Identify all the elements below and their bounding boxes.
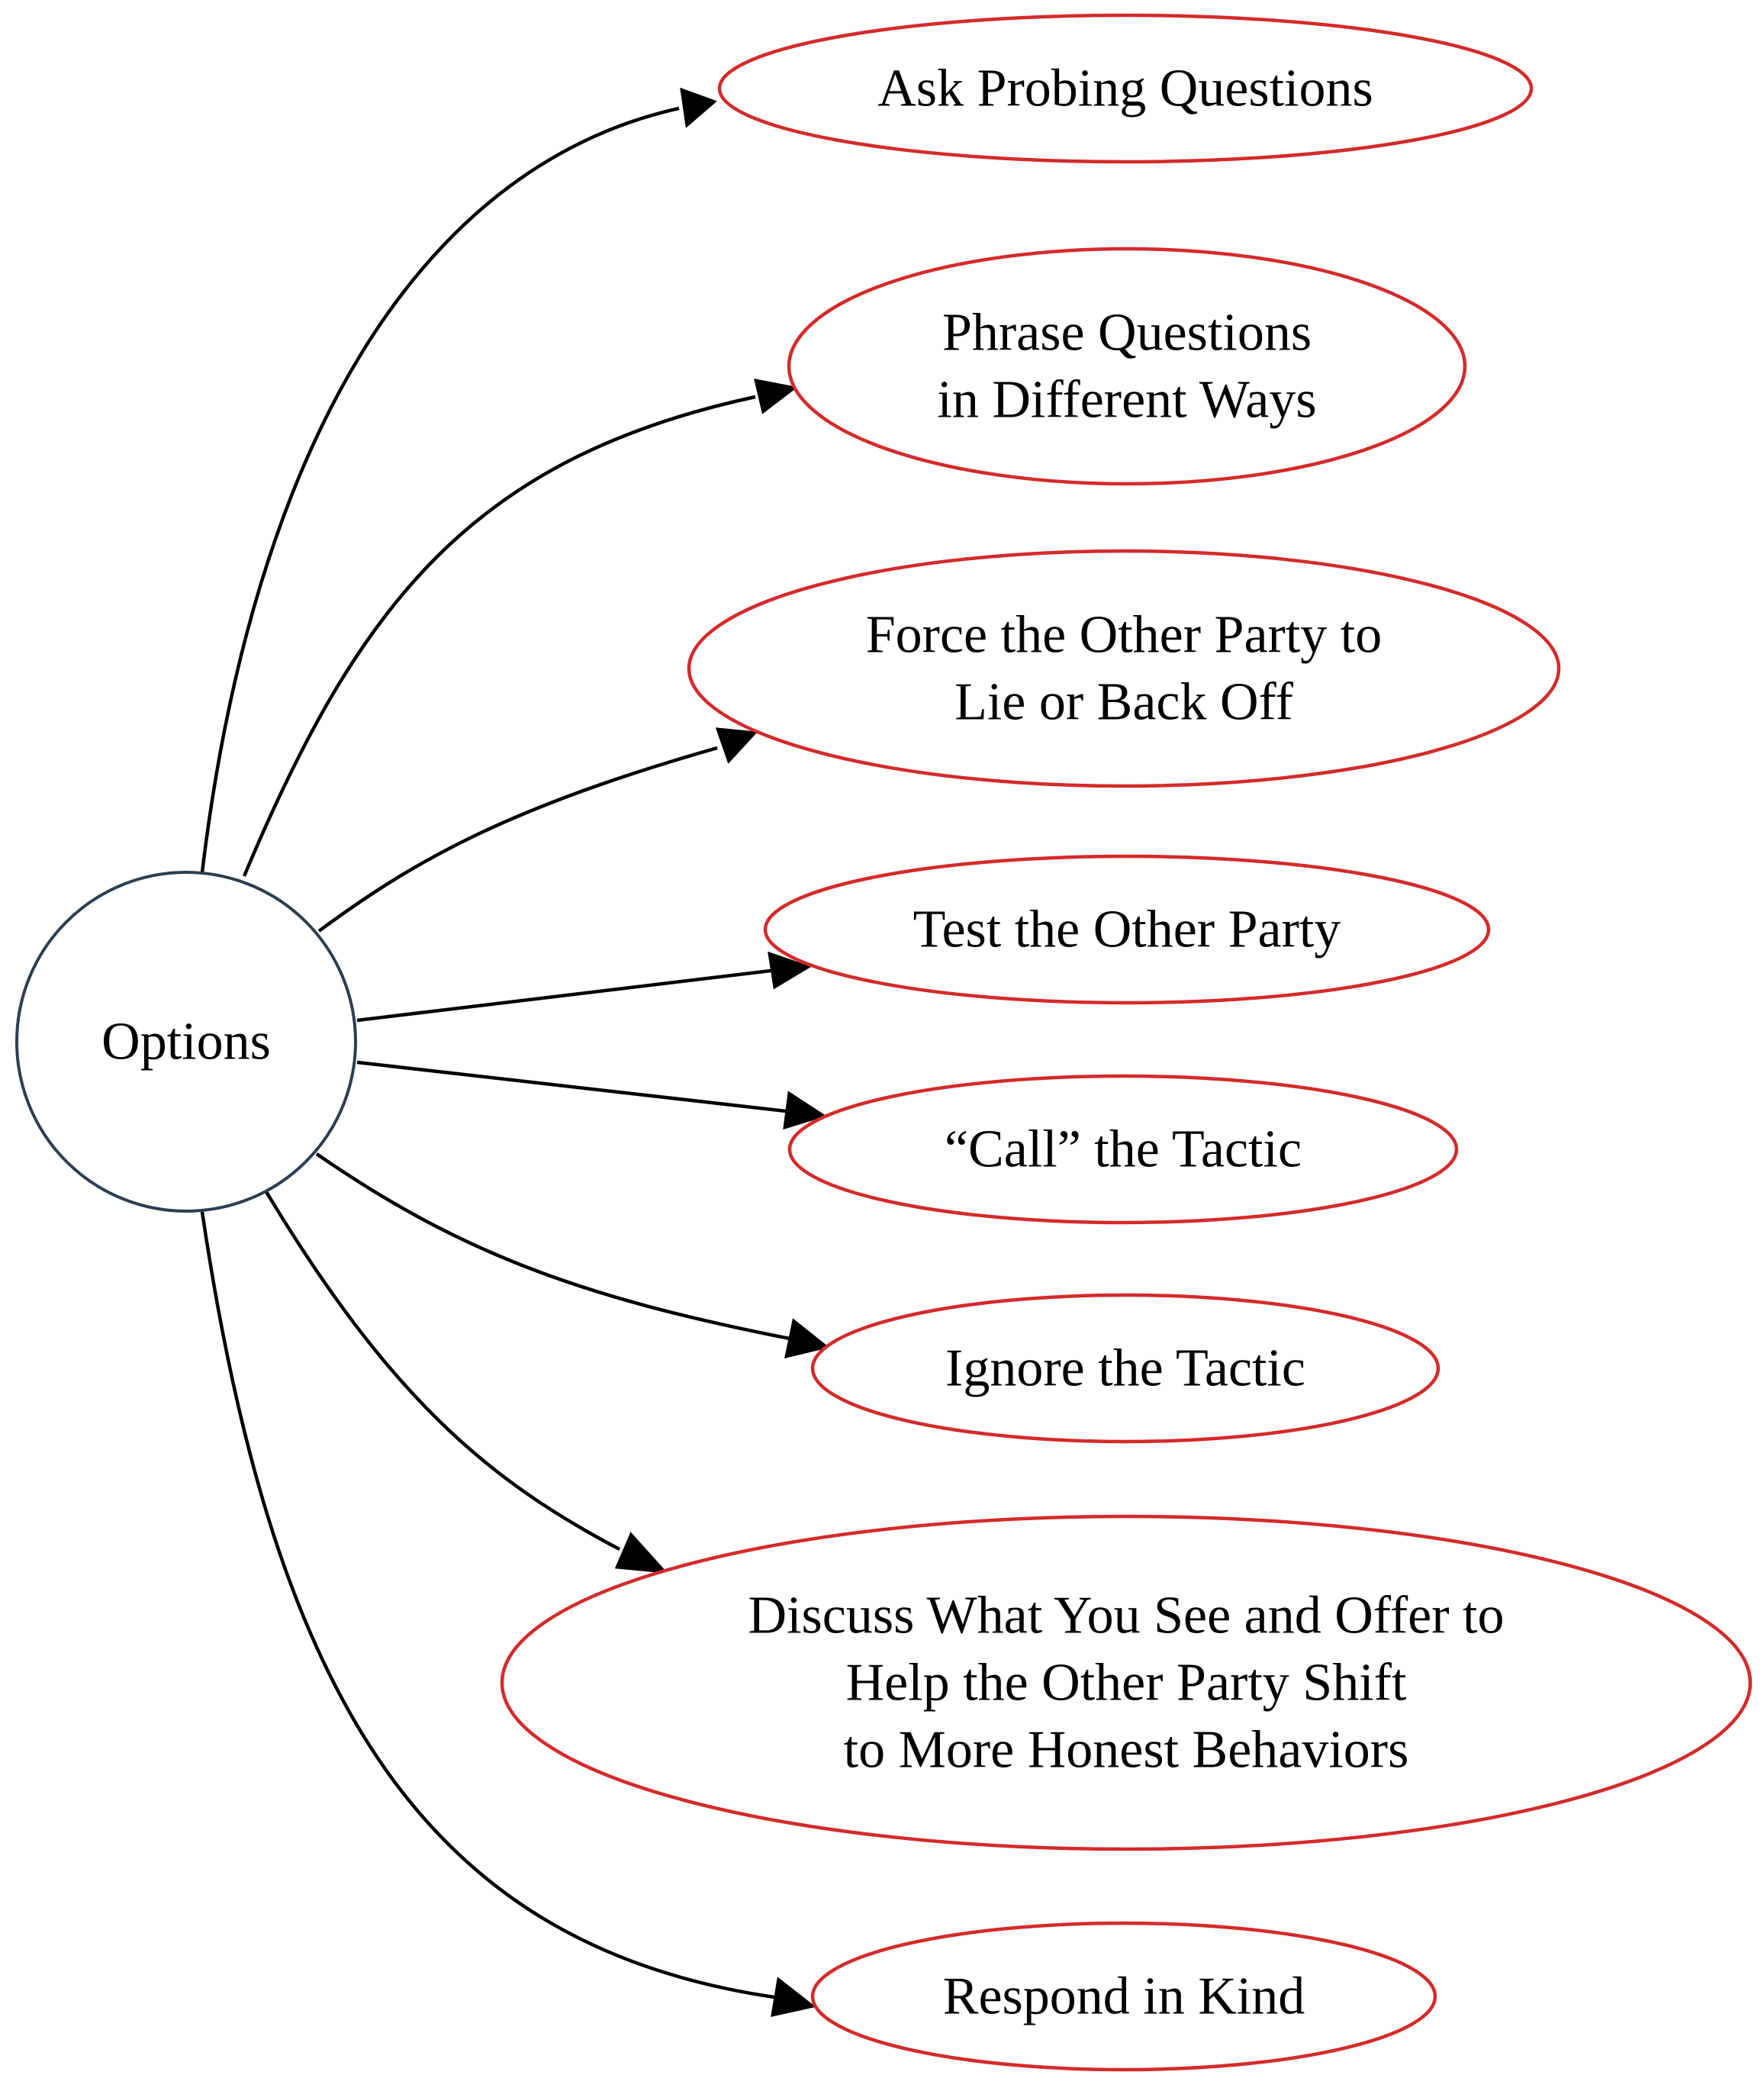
option-label-line: in Different Ways	[937, 371, 1316, 430]
option-label-line: to More Honest Behaviors	[844, 1721, 1409, 1780]
option-node-ignore-the-tactic: Ignore the Tactic	[810, 1293, 1440, 1444]
center-node-circle	[15, 871, 357, 1213]
arrowhead-call-the-tactic	[783, 1091, 827, 1130]
option-label-line: Ignore the Tactic	[945, 1339, 1305, 1398]
edge-to-phrase-questions	[242, 395, 756, 877]
arrowhead-ask-probing-questions	[680, 87, 717, 128]
option-ellipse	[787, 1074, 1459, 1225]
arrowhead-test-other-party	[768, 951, 812, 990]
option-node-call-the-tactic: “Call” the Tactic	[787, 1074, 1459, 1225]
edge-to-ask-probing-questions	[200, 106, 680, 873]
arrowhead-discuss-what-you-see	[614, 1532, 668, 1574]
option-ellipse	[787, 246, 1467, 486]
option-label-line: Lie or Back Off	[954, 673, 1294, 732]
option-ellipse	[810, 1293, 1440, 1444]
edge-to-call-the-tactic	[356, 1060, 787, 1113]
option-label-line: Force the Other Party to	[866, 606, 1382, 665]
option-label-line: Help the Other Party Shift	[846, 1654, 1407, 1713]
arrowhead-ignore-the-tactic	[784, 1318, 830, 1359]
option-ellipse	[717, 13, 1534, 164]
option-node-discuss-what-you-see: Discuss What You See and Offer to Help th…	[500, 1514, 1753, 1851]
center-node-label: Options	[101, 1013, 271, 1071]
edges-layer	[200, 87, 830, 2017]
option-ellipse	[687, 549, 1561, 788]
edge-to-force-other-party	[317, 746, 718, 933]
option-node-ask-probing-questions: Ask Probing Questions	[717, 13, 1534, 164]
option-node-test-other-party: Test the Other Party	[763, 854, 1491, 1005]
edge-to-ignore-the-tactic	[315, 1152, 790, 1341]
option-label-line: Ask Probing Questions	[877, 60, 1373, 118]
option-label-line: Respond in Kind	[943, 1967, 1305, 2026]
option-label-line: Test the Other Party	[913, 901, 1341, 959]
arrowhead-force-other-party	[715, 727, 758, 764]
option-node-respond-in-kind: Respond in Kind	[810, 1921, 1437, 2072]
option-label-line: Phrase Questions	[942, 304, 1312, 362]
option-label-line: Discuss What You See and Offer to	[748, 1587, 1505, 1645]
option-node-phrase-questions: Phrase Questions in Different Ways	[787, 246, 1467, 486]
center-node-options: Options	[15, 871, 357, 1213]
arrowhead-phrase-questions	[754, 379, 798, 414]
option-node-force-other-party: Force the Other Party to Lie or Back Off	[687, 549, 1561, 788]
edge-to-test-other-party	[356, 968, 771, 1023]
edge-to-respond-in-kind	[200, 1211, 775, 1999]
edge-to-discuss-what-you-see	[264, 1189, 621, 1551]
option-ellipse	[810, 1921, 1437, 2072]
option-label-line: “Call” the Tactic	[945, 1120, 1302, 1179]
arrowhead-respond-in-kind	[771, 1977, 816, 2017]
option-ellipse	[500, 1514, 1753, 1851]
option-ellipse	[763, 854, 1491, 1005]
